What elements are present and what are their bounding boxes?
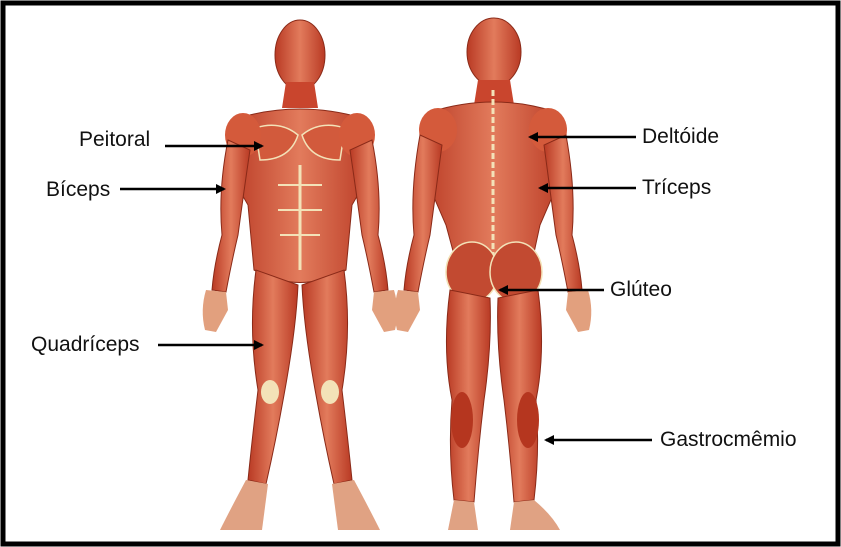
label-gluteo: Glúteo	[610, 278, 672, 302]
label-gastrocnemio: Gastrocmêmio	[660, 428, 797, 452]
label-triceps: Tríceps	[642, 176, 711, 200]
label-peitoral: Peitoral	[79, 128, 150, 152]
label-quadriceps: Quadríceps	[31, 333, 140, 357]
label-biceps: Bíceps	[46, 178, 110, 202]
label-deltoide: Deltóide	[642, 125, 719, 149]
